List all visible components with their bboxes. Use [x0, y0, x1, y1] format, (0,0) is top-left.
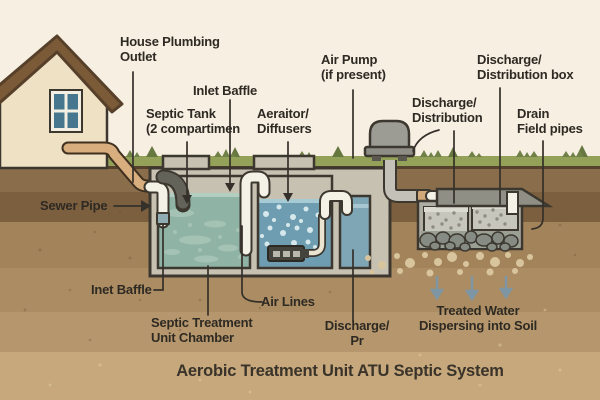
dispersal-arrows	[429, 276, 514, 302]
inlet-baffle-tip	[156, 212, 170, 225]
sludge-blobs	[164, 209, 242, 263]
tank-lid-left	[161, 154, 211, 171]
drain-field-pipe	[506, 191, 519, 215]
diffuser-icon	[267, 245, 309, 262]
label-discharge-pump-chamber: Discharge/ Pr	[324, 318, 390, 349]
tank-lid-right	[252, 154, 316, 171]
leader-lines	[113, 71, 544, 322]
label-inlet-baffle: Inlet Baffle	[193, 83, 258, 98]
label-septic-tank: Septic Tank (2 compartimen	[146, 106, 241, 137]
house-roof	[0, 34, 124, 114]
septic-compartment	[156, 174, 252, 270]
label-discharge-distribution: Discharge/ Distribution	[412, 95, 483, 126]
distribution-box	[416, 187, 554, 252]
label-house-plumbing-outlet: House Plumbing Outlet	[120, 34, 220, 65]
label-air-lines: Air Lines	[261, 294, 315, 309]
soil-speckles-light	[48, 308, 562, 394]
label-inet-baffle: Inet Baffle	[91, 282, 152, 297]
soil-speckles-dark	[23, 203, 577, 342]
air-pump-dome	[368, 119, 411, 154]
diagram-title: Aerobic Treatment Unit ATU Septic System	[176, 362, 504, 380]
gravel-compartments	[423, 203, 519, 234]
treated-water-dispersal	[365, 252, 533, 302]
discharge-pump-compartment	[338, 194, 372, 270]
label-treated-water-dispersing: Treated Water Dispersing into Soil	[418, 303, 538, 334]
house	[0, 34, 124, 170]
box-lid	[435, 187, 554, 208]
label-drain-field-pipes: Drain Field pipes	[517, 106, 583, 137]
label-septic-treatment-unit-chamber: Septic Treatment Unit Chamber	[151, 315, 253, 346]
label-discharge-distribution-box: Discharge/ Distribution box	[477, 52, 574, 83]
label-air-pump: Air Pump (if present)	[321, 52, 386, 83]
rock-layer	[419, 230, 520, 252]
label-sewer-pipe: Sewer Pipe	[40, 198, 108, 213]
house-window	[49, 89, 83, 133]
tank-internals	[143, 169, 353, 262]
label-aerator-diffusers: Aeraitor/ Diffusers	[257, 106, 312, 137]
